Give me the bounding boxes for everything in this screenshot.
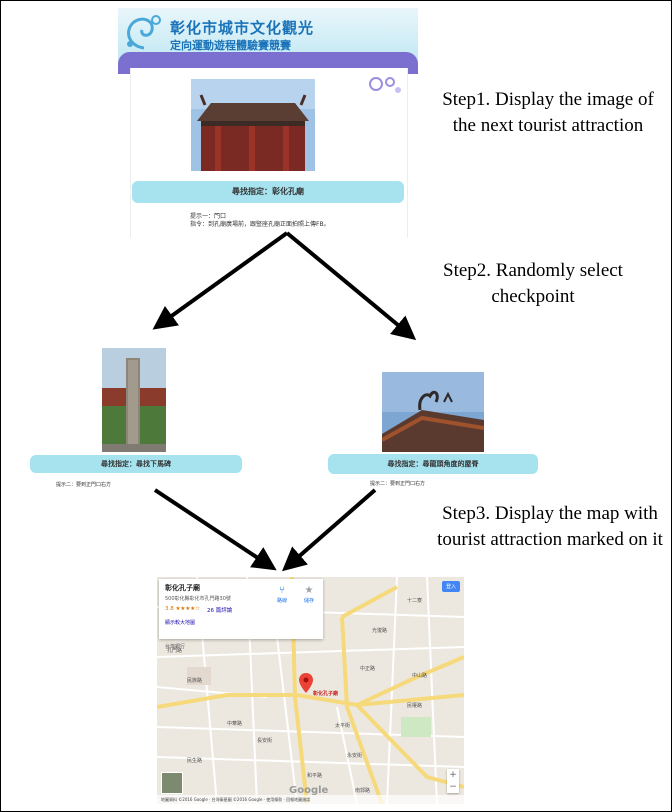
arrow-to-left	[152, 231, 289, 330]
pin-label: 彰化孔子廟	[313, 691, 339, 697]
place-name: 彰化孔子廟	[165, 584, 200, 592]
street-label: 永安街	[347, 753, 363, 759]
map-pin-icon[interactable]	[299, 673, 313, 693]
directions-icon: ⑂	[279, 585, 285, 596]
satellite-toggle[interactable]	[161, 772, 183, 794]
street-label: 中正路	[360, 666, 376, 672]
stele-photo	[102, 348, 166, 452]
google-logo: Google	[289, 785, 329, 796]
street-label: 長安街	[257, 738, 273, 744]
street-label: 民族路	[187, 678, 203, 684]
roof-photo	[382, 372, 484, 452]
street-label: 和平路	[307, 773, 323, 779]
step3-label: Step3. Display the map with tourist attr…	[437, 503, 663, 550]
street-label: 中華路	[227, 721, 243, 727]
zoom-out-button[interactable]: −	[449, 782, 457, 792]
banner-subtitle: 定向運動遊程體驗賽競賽	[170, 39, 291, 52]
map-screen[interactable]: 孔門路 民族路 中華路 光復路 永安街 民生路 太平街 中正路 長安街 和平路 …	[157, 577, 464, 804]
checkpoint-left-screen: 尋找指定：尋找下馬碑 提示二：要到正門口右方	[28, 340, 244, 492]
directions-label: 路線	[276, 598, 287, 604]
directions-button[interactable]: ⑂ 路線	[272, 585, 292, 604]
target-bar: 尋找指定：尋龍頭角度的屋脊	[328, 454, 538, 474]
star-icon: ★	[304, 585, 314, 596]
target-bar: 尋找指定：尋找下馬碑	[30, 455, 242, 473]
arrow-right-to-map	[281, 488, 377, 572]
place-address: 500彰化縣彰化市孔門路30號	[165, 596, 231, 602]
swirl-ornament-icon	[127, 15, 161, 50]
banner-title: 彰化市城市文化觀光	[170, 19, 315, 37]
place-rating: 3.8 ★★★★☆	[165, 606, 201, 612]
street-label: 民生路	[187, 758, 203, 764]
hint-text: 提示一：門口	[190, 213, 227, 220]
save-label: 儲存	[303, 598, 314, 604]
hint-text: 提示二：要到正門口右方	[370, 481, 426, 487]
hint-text: 提示二：要到正門口右方	[56, 482, 112, 488]
place-label: 台灣銀行	[165, 644, 186, 650]
sign-in-button[interactable]: 登入	[441, 581, 460, 592]
street-label: 南郭路	[355, 788, 371, 794]
save-button[interactable]: ★ 儲存	[299, 585, 319, 604]
bubble-ornament-icon	[369, 77, 401, 93]
step1-label: Step1. Display the image of the next tou…	[442, 89, 654, 136]
zoom-in-button[interactable]: +	[449, 770, 457, 780]
attraction-screen: 彰化市城市文化觀光 定向運動遊程體驗賽競賽 尋找指定：彰化孔廟 提示一：門口 指…	[118, 8, 418, 238]
street-label: 十二寮	[407, 598, 423, 604]
street-label: 太平街	[335, 723, 351, 729]
arrow-to-right	[285, 231, 417, 341]
street-label: 中山路	[412, 673, 428, 679]
street-label: 民權路	[407, 703, 423, 709]
place-card: 彰化孔子廟 500彰化縣彰化市孔門路30號 3.8 ★★★★☆ 26 篇評論 顯…	[159, 579, 323, 639]
target-bar: 尋找指定：彰化孔廟	[132, 181, 404, 203]
temple-photo	[191, 79, 315, 171]
arrow-left-to-map	[153, 488, 277, 571]
larger-map-link[interactable]: 顯示較大地圖	[165, 620, 196, 626]
street-label: 光復路	[372, 628, 388, 634]
instruction-text: 指令：到孔廟廣場前，跟豎座孔廟正面拍照上傳FB。	[190, 221, 330, 228]
reviews-link[interactable]: 26 篇評論	[207, 608, 233, 614]
map-footer: 地圖資料 ©2016 Google · 台灣衛星圖 ©2016 Google ·…	[157, 795, 464, 804]
step2-label: Step2. Randomly select checkpoint	[443, 260, 623, 307]
checkpoint-right-screen: 尋找指定：尋龍頭角度的屋脊 提示二：要到正門口右方	[326, 368, 540, 494]
zoom-control[interactable]: + −	[447, 769, 459, 793]
street-label: 孔門路	[167, 648, 183, 654]
